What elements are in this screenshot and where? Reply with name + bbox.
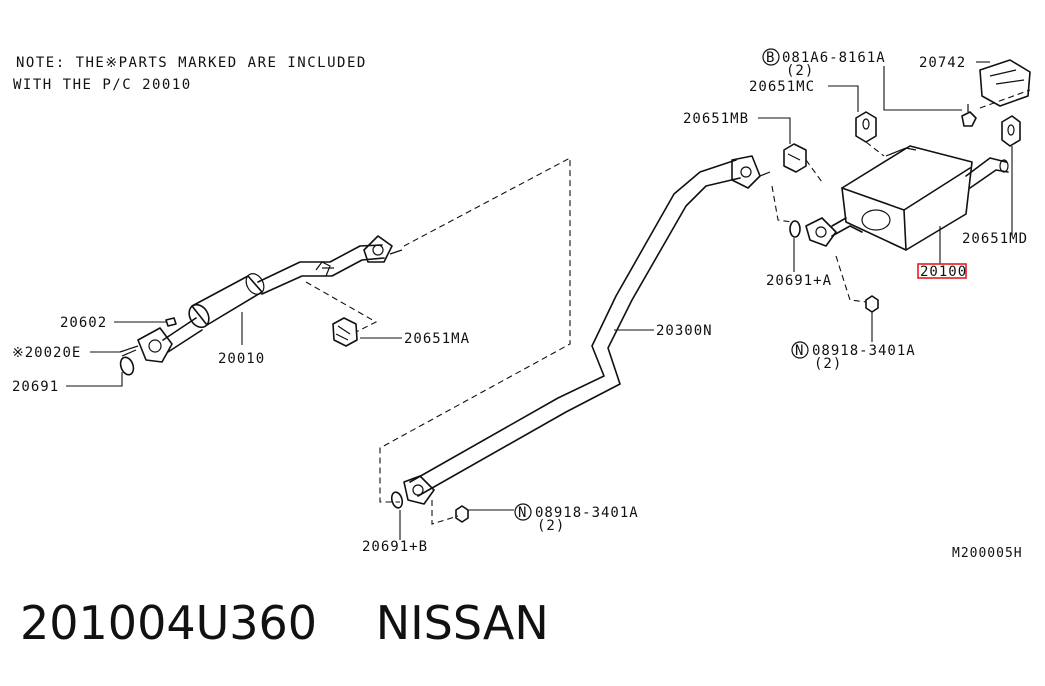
mounting-rubber-20651MB[interactable] [783,143,807,173]
callout-20651MC: 20651MC [749,79,815,95]
footer-part-number: 201004U360 [20,596,318,650]
gasket-20691-B[interactable] [390,491,404,509]
callout-20010: 20010 [218,351,265,367]
symbol-b-circle [762,48,780,66]
dashed-link-upper-nut [835,255,867,303]
callout-20651MD: 20651MD [962,231,1028,247]
footer-brand: NISSAN [375,596,549,650]
bolt-081A6[interactable] [961,104,977,127]
note-line-1: NOTE: THE※PARTS MARKED ARE INCLUDED [16,55,367,71]
dashed-link-lower-nut [431,500,459,525]
nut-08918-lower[interactable] [455,505,469,523]
leader-20691 [66,372,123,387]
callout-08918-upper: 08918-3401A [812,343,916,359]
symbol-b: B [766,50,775,66]
bolt-20020E[interactable] [119,345,139,357]
dashed-link-front-to-center [379,157,571,503]
symbol-n-circle-upper [791,341,809,359]
stud-20602[interactable] [165,317,177,327]
mounting-rubber-20651MC[interactable] [855,111,877,143]
dashed-link-mb [805,159,823,183]
leader-081A6 [883,66,962,111]
dashed-link-gasket-a [771,185,793,223]
callout-081A6: 081A6-8161A [782,50,886,66]
callout-20020E: ※20020E [12,345,81,361]
highlight-box-20100 [917,263,967,279]
callout-20742: 20742 [919,55,966,71]
dashed-link-mc [865,141,885,157]
center-pipe-20300N[interactable] [403,155,771,505]
leader-20651MB [758,117,791,144]
note-line-2: WITH THE P/C 20010 [13,77,192,93]
callout-20100[interactable]: 20100 [920,264,967,280]
mounting-rubber-20651MD[interactable] [1001,115,1021,147]
main-muffler-20100[interactable] [805,145,1009,251]
callout-081A6-qty: (2) [786,63,814,79]
callout-20691A: 20691+A [766,273,832,289]
callout-20651MA: 20651MA [404,331,470,347]
symbol-n-circle-lower [514,503,532,521]
symbol-n-upper: N [795,343,804,359]
leader-20651MC [828,85,859,112]
callout-20691: 20691 [12,379,59,395]
dashed-link-front-hanger [305,281,378,333]
dashed-link-bracket [979,89,1031,109]
callout-08918-lower: 08918-3401A [535,505,639,521]
gasket-20691-A[interactable] [789,220,801,238]
gasket-20691[interactable] [118,355,135,376]
symbol-n-lower: N [518,505,527,521]
nut-08918-upper[interactable] [865,295,879,313]
callout-20651MB: 20651MB [683,111,749,127]
footer: 201004U360 NISSAN [20,596,549,650]
callout-20602: 20602 [60,315,107,331]
mounting-rubber-20651MA[interactable] [332,317,358,347]
callout-08918-lower-qty: (2) [537,518,565,534]
callout-20691B: 20691+B [362,539,428,555]
callout-08918-upper-qty: (2) [814,356,842,372]
bracket-20742[interactable] [979,59,1031,107]
front-tube-assembly-20010[interactable] [137,235,403,363]
drawing-code: M200005H [952,546,1023,561]
callout-20300N: 20300N [656,323,713,339]
